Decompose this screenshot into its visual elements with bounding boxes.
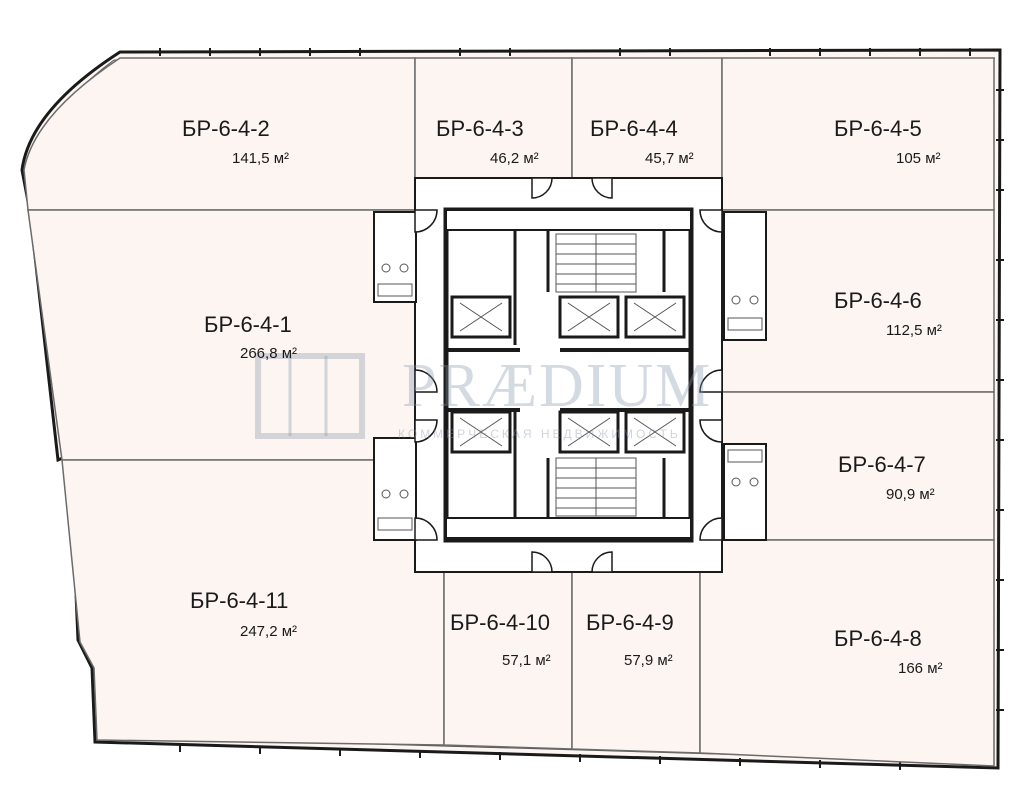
unit-area-br-6-4-7: 90,9 м² — [886, 486, 935, 503]
unit-area-br-6-4-6: 112,5 м² — [886, 322, 942, 339]
stairs-lower — [555, 457, 637, 517]
unit-name-br-6-4-3: БР-6-4-3 — [436, 116, 524, 141]
unit-area-br-6-4-3: 46,2 м² — [490, 150, 539, 167]
unit-name-br-6-4-1: БР-6-4-1 — [204, 312, 292, 337]
unit-name-br-6-4-8: БР-6-4-8 — [834, 626, 922, 651]
watermark: PRÆDIUM КОММЕРЧЕСКАЯ НЕДВИЖИМОСТЬ — [255, 352, 712, 441]
unit-name-br-6-4-4: БР-6-4-4 — [590, 116, 678, 141]
unit-area-br-6-4-4: 45,7 м² — [645, 150, 694, 167]
unit-name-br-6-4-5: БР-6-4-5 — [834, 116, 922, 141]
unit-area-br-6-4-5: 105 м² — [896, 150, 941, 167]
window-ticks — [159, 48, 1004, 770]
stairs-upper — [555, 233, 637, 293]
unit-area-br-6-4-1: 266,8 м² — [240, 345, 297, 362]
unit-br-6-4-2[interactable] — [23, 57, 416, 211]
unit-labels: БР-6-4-2 141,5 м² БР-6-4-3 46,2 м² БР-6-… — [182, 116, 943, 677]
door-swings — [414, 177, 723, 573]
elevator-crosses — [459, 302, 677, 447]
restroom-fixtures — [377, 263, 763, 531]
restrooms — [373, 211, 767, 541]
unit-name-br-6-4-10: БР-6-4-10 — [450, 610, 550, 635]
unit-br-6-4-8[interactable] — [699, 539, 995, 767]
unit-name-br-6-4-2: БР-6-4-2 — [182, 116, 270, 141]
unit-area-br-6-4-9: 57,9 м² — [624, 652, 673, 669]
unit-area-br-6-4-8: 166 м² — [898, 660, 943, 677]
unit-name-br-6-4-7: БР-6-4-7 — [838, 452, 926, 477]
unit-name-br-6-4-9: БР-6-4-9 — [586, 610, 674, 635]
unit-area-br-6-4-10: 57,1 м² — [502, 652, 551, 669]
unit-name-br-6-4-11: БР-6-4-11 — [190, 588, 288, 613]
watermark-tagline: КОММЕРЧЕСКАЯ НЕДВИЖИМОСТЬ — [398, 427, 681, 441]
unit-area-br-6-4-11: 247,2 м² — [240, 623, 297, 640]
core-walls — [443, 207, 694, 543]
unit-name-br-6-4-6: БР-6-4-6 — [834, 288, 922, 313]
unit-area-br-6-4-2: 141,5 м² — [232, 150, 289, 167]
watermark-brand: PRÆDIUM — [402, 352, 712, 420]
